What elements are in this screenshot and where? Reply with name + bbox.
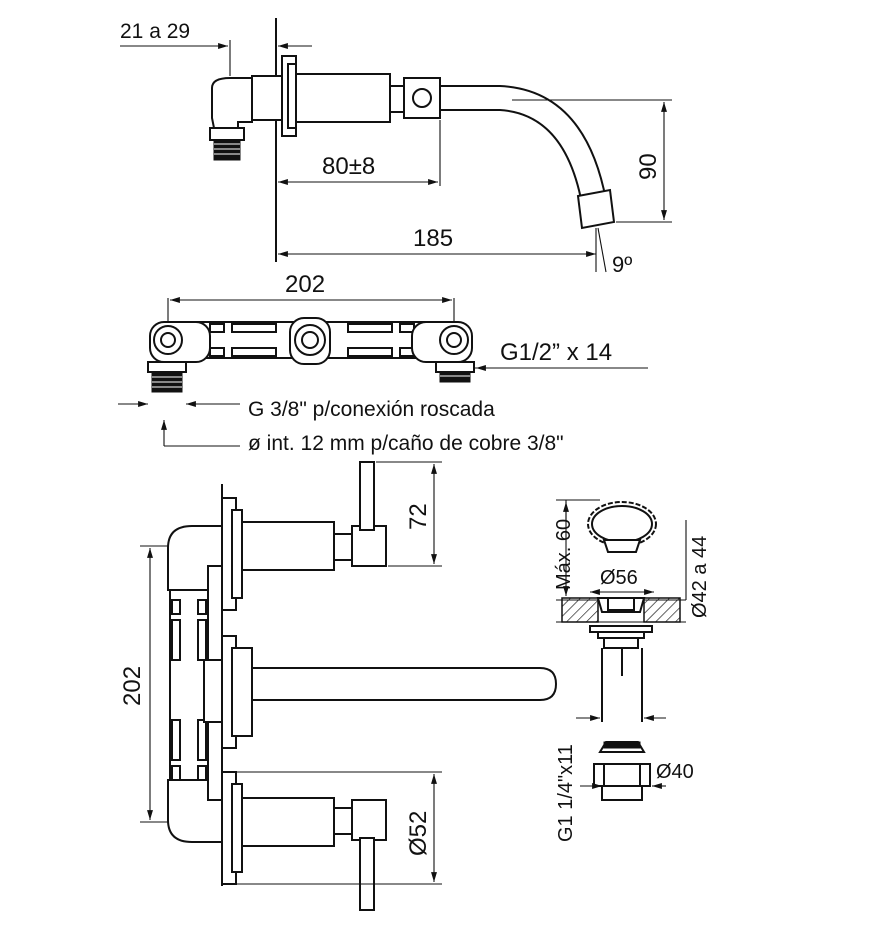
spout-joint [403, 77, 441, 119]
label-center-distance-side: 202 [119, 666, 146, 706]
left-inlet-port [147, 321, 211, 393]
center-outlet-port [289, 317, 331, 365]
dim-escutcheon-diameter: Ø52 [236, 771, 442, 885]
elbow-connector [211, 77, 253, 129]
vertical-pipe-slots [171, 599, 207, 781]
label-center-distance-top: 202 [285, 271, 325, 298]
right-inlet-port [411, 321, 475, 383]
counter-section-left [561, 597, 599, 623]
label-drain-thread: G1 1/4"x11 [555, 744, 577, 842]
top-handle-assembly [221, 461, 387, 611]
label-spout-height: 90 [635, 153, 662, 180]
label-drain-nut-diameter: Ø40 [656, 761, 694, 783]
dim-spout-angle: 9º [595, 227, 632, 277]
dim-spout-reach: 185 [278, 225, 596, 257]
valve-body-plan-view: 202 [118, 271, 648, 455]
drain-view: Máx. 60 Ø56 Ø42 a 44 G1 1/4"x11 Ø40 [553, 499, 711, 842]
bottom-elbow [167, 779, 223, 843]
spout-tube [440, 85, 607, 201]
spout-tip [576, 188, 616, 230]
dim-body-depth: 80±8 [278, 120, 441, 186]
bottom-handle-assembly [221, 771, 387, 911]
dim-wall-thickness: 21 a 29 [120, 20, 312, 76]
center-spout-assembly [221, 635, 558, 749]
drain-nut [593, 763, 651, 787]
label-drain-hole-range: Ø42 a 44 [689, 536, 711, 618]
top-elbow [167, 525, 223, 591]
wall-plate-inner [287, 63, 297, 129]
front-elevation-view: 202 72 Ø52 [119, 461, 558, 911]
label-connection-thread: G 3/8" p/conexión roscada [248, 398, 495, 421]
side-elevation-view: 21 a 29 80±8 185 90 9º [120, 18, 672, 277]
label-spout-reach: 185 [413, 225, 453, 252]
dim-handle-height: 72 [376, 461, 442, 567]
label-inlet-thread: G1/2” x 14 [500, 339, 612, 366]
label-spout-angle: 9º [612, 252, 632, 277]
label-wall-thickness: 21 a 29 [120, 20, 190, 43]
dim-spout-height: 90 [512, 99, 672, 223]
counter-section-right [643, 597, 681, 623]
label-body-depth: 80±8 [322, 153, 375, 180]
label-handle-height: 72 [405, 503, 432, 530]
label-drain-cap-diameter: Ø56 [600, 567, 638, 589]
label-copper-pipe: ø int. 12 mm p/caño de cobre 3/8" [248, 432, 564, 455]
threaded-fitting [209, 127, 245, 141]
label-escutcheon-diameter: Ø52 [405, 811, 432, 856]
spout-body [295, 73, 391, 123]
pipe-slots [209, 323, 415, 357]
dim-center-distance-side: 202 [119, 545, 168, 823]
label-drain-max-height: Máx. 60 [553, 519, 575, 590]
